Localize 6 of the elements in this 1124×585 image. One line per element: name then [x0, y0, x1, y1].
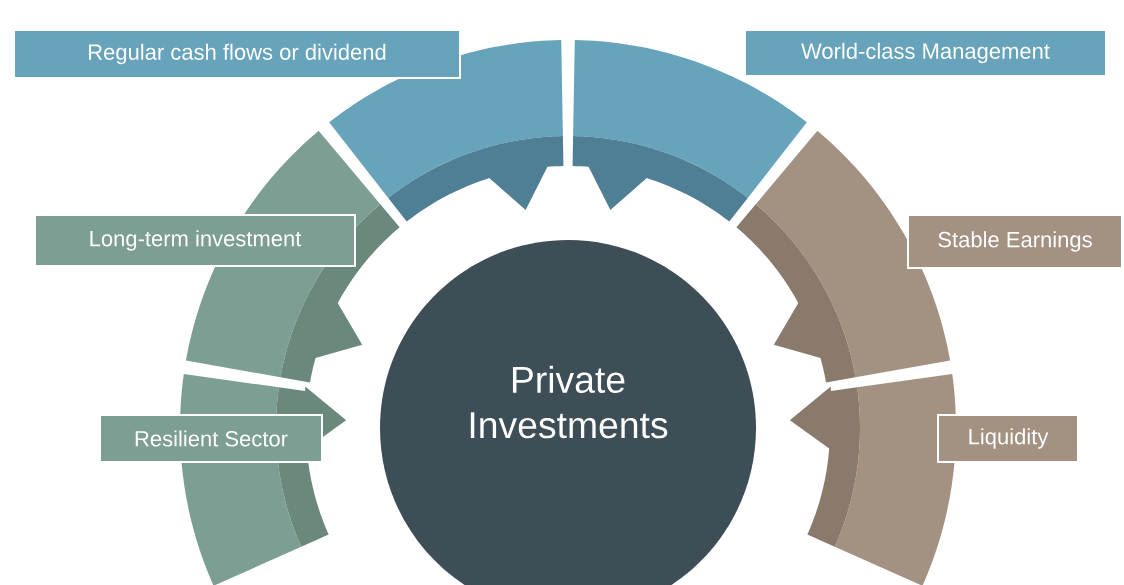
label-box: Stable Earnings	[907, 214, 1123, 269]
label-box: Resilient Sector	[99, 414, 323, 463]
label-box: Long-term investment	[34, 214, 356, 267]
label-box: Liquidity	[937, 414, 1079, 463]
label-box: Regular cash flows or dividend	[13, 29, 461, 79]
label-box: World-class Management	[744, 29, 1107, 77]
